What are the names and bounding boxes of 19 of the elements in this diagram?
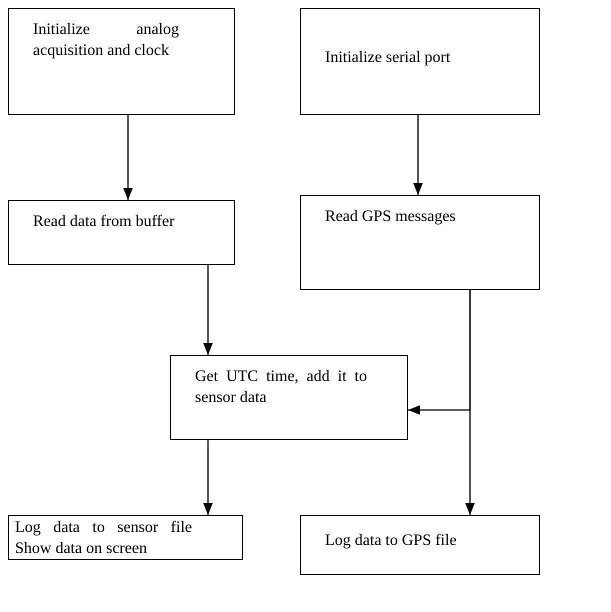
process-box [170, 355, 408, 440]
step-text: Log data to GPS file [325, 531, 458, 551]
step-text: Initialize serial port [325, 48, 452, 68]
step-text: Get UTC time, add it to sensor data [195, 367, 367, 408]
process-box [300, 515, 540, 575]
arrow [203, 440, 213, 515]
arrow [203, 265, 213, 355]
process-box [8, 8, 235, 115]
arrow [123, 115, 133, 200]
process-box [300, 195, 540, 290]
step-text: Read data from buffer [33, 212, 176, 232]
process-box [8, 515, 243, 560]
step-text: Read GPS messages [325, 207, 457, 227]
step-text: Log data to sensor file Show data on screen [15, 518, 192, 559]
process-box [300, 8, 540, 115]
arrow [413, 115, 423, 195]
process-box [8, 200, 235, 265]
arrow [465, 290, 475, 515]
step-text: Initialize analog acquisition and clock [33, 20, 179, 61]
